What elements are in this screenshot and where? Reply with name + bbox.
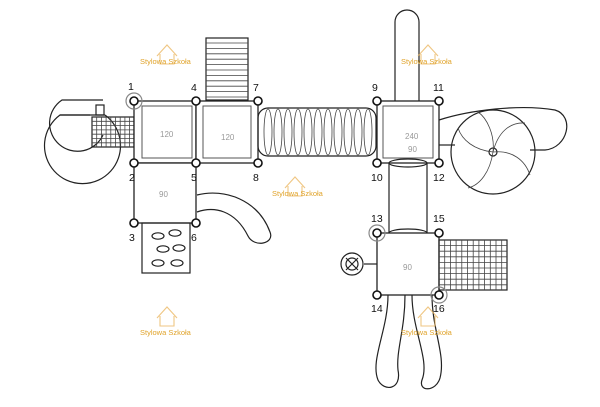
post-marker (372, 228, 382, 238)
platform-a-height: 120 (160, 130, 174, 139)
watermark-text-4: Stylowa Szkoła (140, 328, 192, 337)
post-label: 5 (191, 172, 197, 184)
post-marker (191, 158, 201, 168)
post-5: 5 (191, 158, 201, 184)
watermark-text-2: Stylowa Szkoła (401, 57, 453, 66)
post-marker (434, 96, 444, 106)
post-highlight-ring (368, 224, 386, 242)
post-marker (372, 290, 382, 300)
steering-wheel-panel (340, 252, 377, 276)
post-label: 15 (433, 213, 445, 225)
post-12: 12 (433, 158, 445, 184)
post-marker (129, 96, 139, 106)
post-15: 15 (433, 213, 445, 238)
post-marker (191, 96, 201, 106)
post-11: 11 (433, 82, 444, 106)
post-2: 2 (129, 158, 139, 184)
wave-slide (196, 192, 272, 244)
post-3: 3 (129, 218, 139, 244)
post-label: 4 (191, 82, 197, 94)
ladder-top (205, 37, 249, 101)
watermark-4: Stylowa Szkoła (140, 306, 192, 337)
platform-a-deck (141, 105, 193, 159)
watermark-2: Stylowa Szkoła (401, 44, 453, 66)
post-label: 14 (371, 303, 383, 315)
post-marker (434, 158, 444, 168)
platform-d-sub: 90 (408, 145, 417, 154)
platform-d-height: 240 (405, 132, 419, 141)
post-1: 1 (125, 81, 143, 110)
spiral-slide-right (438, 107, 568, 195)
watermark-text-3: Stylowa Szkoła (272, 189, 324, 198)
watermark-5: Stylowa Szkoła (401, 306, 453, 337)
climbing-wall (141, 222, 191, 274)
post-label: 13 (371, 213, 383, 225)
post-8: 8 (253, 158, 263, 184)
post-9: 9 (372, 82, 382, 106)
post-10: 10 (371, 158, 383, 184)
post-label: 2 (129, 172, 135, 184)
post-marker (434, 228, 444, 238)
post-label: 1 (128, 81, 134, 93)
platform-c-height: 90 (159, 190, 168, 199)
platform-d-deck (382, 105, 434, 159)
post-label: 6 (191, 232, 197, 244)
post-label: 12 (433, 172, 445, 184)
post-marker (129, 158, 139, 168)
post-6: 6 (191, 218, 201, 244)
watermark-3: Stylowa Szkoła (272, 176, 324, 198)
post-highlight-ring (125, 92, 143, 110)
post-highlight-ring (430, 286, 448, 304)
post-label: 3 (129, 232, 135, 244)
post-marker (253, 96, 263, 106)
watermark-text-5: Stylowa Szkoła (401, 328, 453, 337)
post-label: 8 (253, 172, 259, 184)
post-4: 4 (191, 82, 201, 106)
crawl-tunnel (257, 107, 377, 157)
post-label: 7 (253, 82, 259, 94)
post-label: 16 (433, 303, 445, 315)
post-marker (434, 290, 444, 300)
post-label: 11 (433, 82, 444, 94)
spiral-slide (43, 99, 122, 185)
climbing-net-right (438, 239, 508, 291)
post-marker (253, 158, 263, 168)
platform-e-height: 90 (403, 263, 412, 272)
post-13: 13 (368, 213, 386, 242)
post-14: 14 (371, 290, 383, 315)
double-slide-bottom (375, 294, 443, 390)
post-marker (129, 218, 139, 228)
tube-slide-top (394, 9, 420, 101)
watermark-text-1: Stylowa Szkoła (140, 57, 192, 66)
climbing-net-left (91, 116, 135, 148)
post-marker (191, 218, 201, 228)
post-7: 7 (253, 82, 263, 106)
vertical-tunnel (388, 158, 428, 238)
post-marker (372, 96, 382, 106)
post-label: 10 (371, 172, 383, 184)
platform-b-deck (202, 105, 252, 159)
platform-b-height: 120 (221, 133, 235, 142)
post-16: 16 (430, 286, 448, 315)
watermark-1: Stylowa Szkoła (140, 44, 192, 66)
post-marker (372, 158, 382, 168)
post-label: 9 (372, 82, 378, 94)
